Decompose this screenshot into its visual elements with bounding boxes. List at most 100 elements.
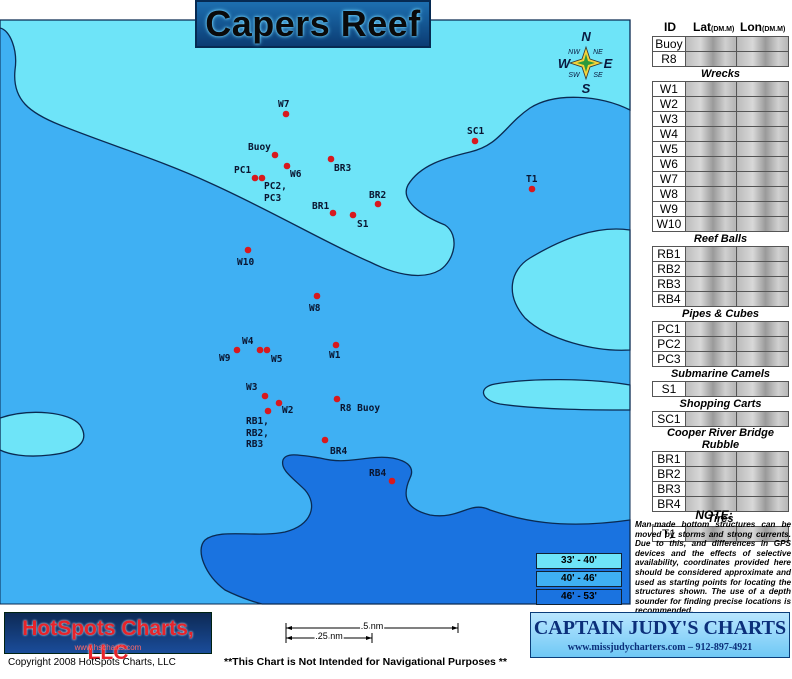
row-id: W4 — [652, 126, 686, 142]
map-label: BR2 — [369, 190, 386, 201]
distance-scale: .5 nm .25 nm — [285, 620, 459, 643]
table-row[interactable]: W3 — [652, 111, 789, 127]
marker-w4[interactable] — [256, 346, 264, 354]
map-label: W2 — [282, 405, 293, 416]
shallow-area-west — [0, 411, 85, 457]
section-title: Shopping Carts — [652, 396, 789, 412]
table-row[interactable]: W2 — [652, 96, 789, 112]
table-row[interactable]: W9 — [652, 201, 789, 217]
marker-r8-buoy[interactable] — [333, 395, 341, 403]
marker-br3[interactable] — [327, 155, 335, 163]
table-row[interactable]: W6 — [652, 156, 789, 172]
marker-t1[interactable] — [528, 185, 536, 193]
compass-n: N — [581, 29, 591, 44]
marker-br1[interactable] — [329, 209, 337, 217]
row-lon-redacted — [736, 81, 789, 97]
table-row[interactable]: RB2 — [652, 261, 789, 277]
row-lon-redacted — [736, 126, 789, 142]
table-row[interactable]: T1 — [652, 526, 789, 542]
row-id: Buoy — [652, 36, 686, 52]
row-lat-redacted — [684, 141, 738, 157]
table-row[interactable]: BR4 — [652, 496, 789, 512]
row-lat-redacted — [684, 216, 738, 232]
row-id: W5 — [652, 141, 686, 157]
table-row[interactable]: RB1 — [652, 246, 789, 262]
table-row[interactable]: BR2 — [652, 466, 789, 482]
table-row[interactable]: W5 — [652, 141, 789, 157]
table-row[interactable]: RB4 — [652, 291, 789, 307]
marker-w9[interactable] — [233, 346, 241, 354]
row-id: PC2 — [652, 336, 686, 352]
map-title: Capers Reef — [205, 3, 421, 44]
row-lat-redacted — [684, 451, 738, 467]
marker-rb1[interactable] — [264, 407, 272, 415]
map-label: W7 — [278, 99, 289, 110]
shallow-area-southeast — [482, 378, 631, 411]
table-row[interactable]: SC1 — [652, 411, 789, 427]
row-id: W8 — [652, 186, 686, 202]
table-row[interactable]: BR1 — [652, 451, 789, 467]
map-label: R8 Buoy — [340, 403, 380, 414]
row-lat-redacted — [684, 291, 738, 307]
captain-judys-logo-name: CAPTAIN JUDY'S CHARTS — [533, 617, 787, 639]
marker-w7[interactable] — [282, 110, 290, 118]
hotspots-logo[interactable]: HotSpots Charts, LLC www.hscharts.com — [4, 612, 212, 664]
row-lat-redacted — [684, 81, 738, 97]
marker-buoy[interactable] — [271, 151, 279, 159]
marker-w3[interactable] — [261, 392, 269, 400]
table-row[interactable]: BR3 — [652, 481, 789, 497]
row-id: BR2 — [652, 466, 686, 482]
marker-rb4[interactable] — [388, 477, 396, 485]
table-row[interactable]: PC3 — [652, 351, 789, 367]
map-label: W1 — [329, 350, 341, 361]
row-lat-redacted — [684, 36, 738, 52]
table-row[interactable]: W1 — [652, 81, 789, 97]
row-lon-redacted — [736, 411, 789, 427]
map-label: PC1 — [234, 165, 251, 176]
marker-pc1[interactable] — [251, 174, 259, 182]
compass-sw: SW — [568, 72, 581, 79]
table-row[interactable]: PC2 — [652, 336, 789, 352]
marker-w8[interactable] — [313, 292, 321, 300]
map-label: W4 — [242, 336, 254, 347]
marker-w5[interactable] — [263, 346, 271, 354]
row-lat-redacted — [684, 186, 738, 202]
marker-w2[interactable] — [275, 399, 283, 407]
table-row[interactable]: R8 — [652, 51, 789, 67]
row-lon-redacted — [736, 111, 789, 127]
marker-w1[interactable] — [332, 341, 340, 349]
row-id: RB3 — [652, 276, 686, 292]
marker-s1[interactable] — [349, 211, 357, 219]
row-lon-redacted — [736, 496, 789, 512]
hotspots-logo-url: www.hscharts.com — [74, 643, 142, 652]
table-row[interactable]: W10 — [652, 216, 789, 232]
table-row[interactable]: W7 — [652, 171, 789, 187]
marker-w10[interactable] — [244, 246, 252, 254]
table-row[interactable]: S1 — [652, 381, 789, 397]
legend-item: 46' - 53' — [536, 589, 622, 605]
row-lat-redacted — [684, 51, 738, 67]
hotspots-logo-name: HotSpots Charts, LLC — [22, 617, 194, 664]
table-section-header: Cooper River Bridge Rubble — [652, 426, 789, 452]
marker-sc1[interactable] — [471, 137, 479, 145]
marker-pc2[interactable] — [258, 174, 266, 182]
marker-br4[interactable] — [321, 436, 329, 444]
row-lon-redacted — [736, 291, 789, 307]
table-row[interactable]: PC1 — [652, 321, 789, 337]
marker-w6[interactable] — [283, 162, 291, 170]
navigation-disclaimer: **This Chart is Not Intended for Navigat… — [224, 656, 507, 668]
captain-judys-logo[interactable]: CAPTAIN JUDY'S CHARTS www.missjudycharte… — [530, 612, 790, 658]
row-lat-redacted — [684, 246, 738, 262]
table-row[interactable]: RB3 — [652, 276, 789, 292]
shallow-area-east — [511, 228, 631, 351]
row-id: W6 — [652, 156, 686, 172]
table-row[interactable]: Buoy — [652, 36, 789, 52]
marker-br2[interactable] — [374, 200, 382, 208]
map-label: RB1, — [246, 416, 269, 427]
table-row[interactable]: W8 — [652, 186, 789, 202]
row-lat-redacted — [684, 481, 738, 497]
compass-inner-icon — [577, 54, 595, 72]
table-row[interactable]: W4 — [652, 126, 789, 142]
header-lat: Lat — [693, 20, 711, 34]
